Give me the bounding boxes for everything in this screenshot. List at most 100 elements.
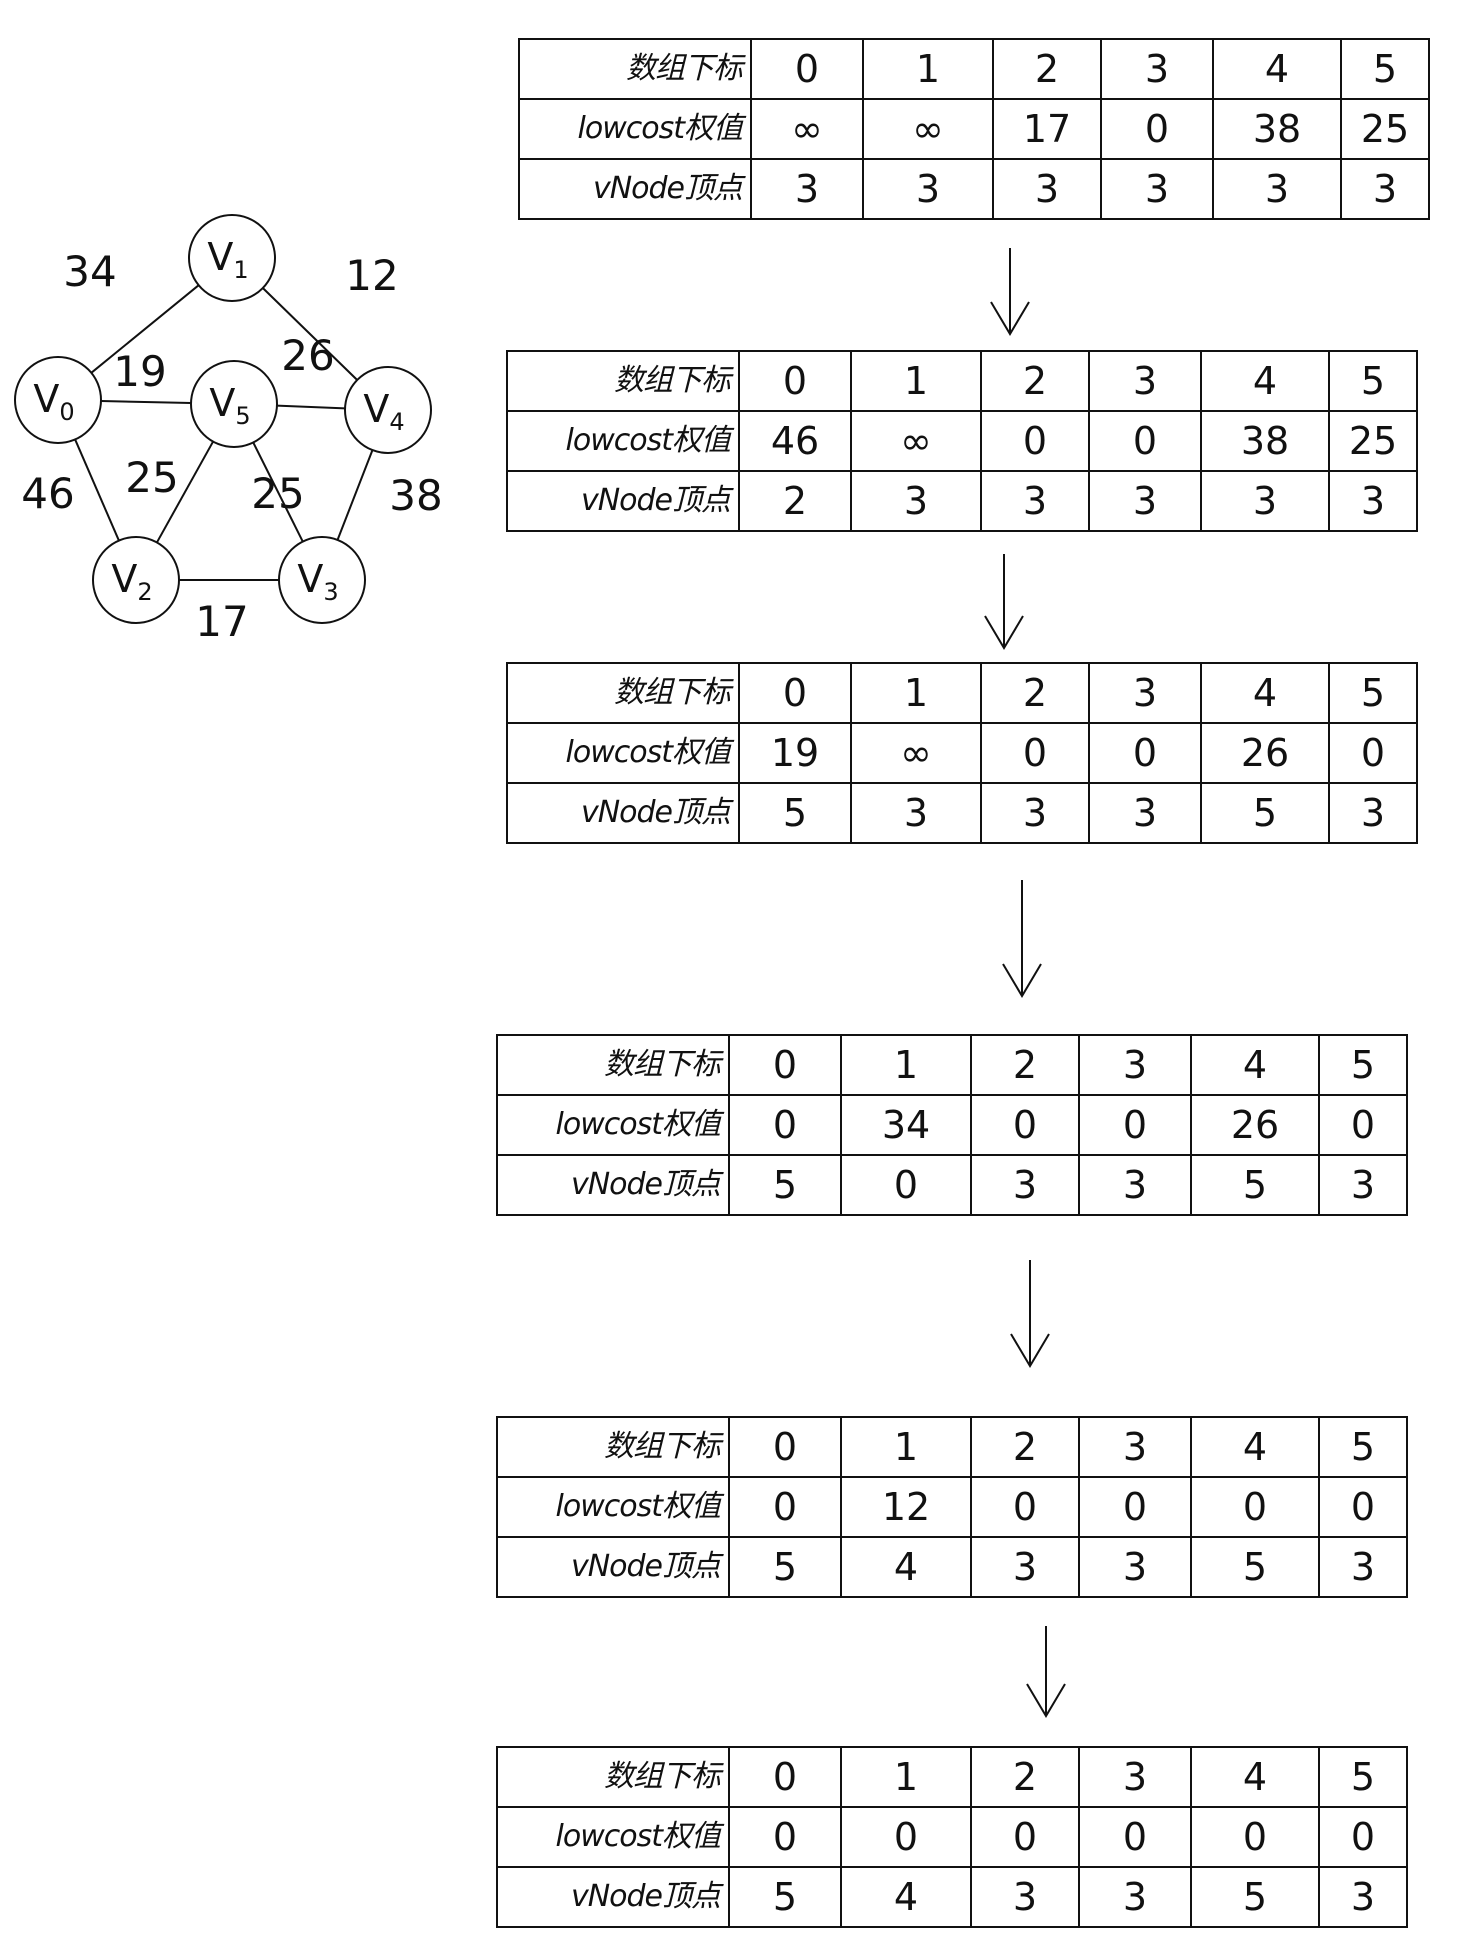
index-row-cell-0: 0 (738, 350, 852, 412)
edge-weight-v0-v2: 46 (21, 469, 74, 518)
lowcost-row-cell-5: 25 (1340, 98, 1430, 160)
lowcost-row-cell-1: 34 (840, 1094, 972, 1156)
index-row-cell-1: 1 (840, 1416, 972, 1478)
lowcost-row-cell-2: 0 (970, 1806, 1080, 1868)
vnode-row-cell-5: 3 (1318, 1866, 1408, 1928)
vnode-row-cell-1: 3 (850, 782, 982, 844)
lowcost-row-cell-5: 0 (1318, 1094, 1408, 1156)
edge-weight-v5-v3: 25 (251, 469, 304, 518)
lowcost-row-label: lowcost权值 (506, 410, 740, 472)
index-row-cell-4: 4 (1190, 1416, 1320, 1478)
vnode-row-cell-1: 0 (840, 1154, 972, 1216)
vnode-row-cell-4: 3 (1212, 158, 1342, 220)
lowcost-row-cell-1: ∞ (850, 410, 982, 472)
vnode-row-cell-3: 3 (1088, 782, 1202, 844)
vnode-row-label: vNode顶点 (496, 1866, 730, 1928)
index-row-cell-5: 5 (1318, 1034, 1408, 1096)
vnode-row-cell-5: 3 (1340, 158, 1430, 220)
vnode-row-cell-5: 3 (1318, 1536, 1408, 1598)
index-row-cell-4: 4 (1190, 1034, 1320, 1096)
index-row-cell-0: 0 (738, 662, 852, 724)
vnode-row-cell-0: 5 (728, 1866, 842, 1928)
vnode-row-label: vNode顶点 (496, 1154, 730, 1216)
node-circle (344, 366, 432, 454)
lowcost-row-cell-0: 19 (738, 722, 852, 784)
lowcost-row-cell-3: 0 (1078, 1476, 1192, 1538)
node-v1: V1 (188, 214, 276, 302)
index-row-cell-1: 1 (850, 662, 982, 724)
index-row-cell-3: 3 (1078, 1034, 1192, 1096)
lowcost-row-label: lowcost权值 (496, 1806, 730, 1868)
edge-v0-v1 (90, 284, 200, 374)
vnode-row-cell-3: 3 (1078, 1154, 1192, 1216)
index-row-label: 数组下标 (518, 38, 752, 100)
lowcost-row-cell-2: 0 (970, 1094, 1080, 1156)
edge-v5-v2 (156, 441, 214, 543)
edge-v5-v4 (276, 404, 346, 410)
lowcost-row-label: lowcost权值 (506, 722, 740, 784)
lowcost-row-cell-1: 12 (840, 1476, 972, 1538)
index-row-cell-2: 2 (970, 1746, 1080, 1808)
index-row-cell-5: 5 (1318, 1746, 1408, 1808)
index-row-cell-3: 3 (1088, 662, 1202, 724)
index-row-cell-0: 0 (728, 1416, 842, 1478)
lowcost-row-cell-4: 26 (1190, 1094, 1320, 1156)
vnode-row-cell-5: 3 (1328, 782, 1418, 844)
vnode-row-cell-1: 4 (840, 1866, 972, 1928)
lowcost-row-cell-1: 0 (840, 1806, 972, 1868)
index-row-cell-0: 0 (750, 38, 864, 100)
index-row-cell-0: 0 (728, 1746, 842, 1808)
edge-weight-v5-v4: 26 (281, 331, 334, 380)
index-row-label: 数组下标 (506, 350, 740, 412)
vnode-row-label: vNode顶点 (518, 158, 752, 220)
vnode-row-cell-0: 5 (738, 782, 852, 844)
edge-weight-v0-v1: 34 (63, 247, 116, 296)
node-v2: V2 (92, 536, 180, 624)
index-row-cell-4: 4 (1212, 38, 1342, 100)
node-v3: V3 (278, 536, 366, 624)
vnode-row-cell-2: 3 (980, 782, 1090, 844)
vnode-row-label: vNode顶点 (506, 782, 740, 844)
vnode-row-cell-1: 4 (840, 1536, 972, 1598)
graph-edges (74, 284, 374, 581)
vnode-row-label: vNode顶点 (496, 1536, 730, 1598)
lowcost-row-cell-5: 0 (1318, 1806, 1408, 1868)
lowcost-row-cell-4: 38 (1212, 98, 1342, 160)
lowcost-row-cell-3: 0 (1100, 98, 1214, 160)
lowcost-row-cell-0: 46 (738, 410, 852, 472)
down-arrow-icon (990, 248, 1030, 336)
lowcost-row-cell-0: 0 (728, 1094, 842, 1156)
index-row-cell-5: 5 (1328, 662, 1418, 724)
vnode-row-cell-4: 5 (1190, 1536, 1320, 1598)
lowcost-row-cell-5: 0 (1318, 1476, 1408, 1538)
index-row-cell-3: 3 (1100, 38, 1214, 100)
index-row-cell-0: 0 (728, 1034, 842, 1096)
lowcost-row-label: lowcost权值 (496, 1094, 730, 1156)
index-row-label: 数组下标 (496, 1746, 730, 1808)
vnode-row-cell-1: 3 (850, 470, 982, 532)
index-row-cell-2: 2 (992, 38, 1102, 100)
vnode-row-label: vNode顶点 (506, 470, 740, 532)
vnode-row-cell-5: 3 (1328, 470, 1418, 532)
edge-weight-v4-v3: 38 (389, 471, 442, 520)
lowcost-row-label: lowcost权值 (496, 1476, 730, 1538)
index-row-label: 数组下标 (496, 1416, 730, 1478)
vnode-row-cell-2: 3 (970, 1536, 1080, 1598)
index-row-cell-3: 3 (1088, 350, 1202, 412)
lowcost-row-label: lowcost权值 (518, 98, 752, 160)
